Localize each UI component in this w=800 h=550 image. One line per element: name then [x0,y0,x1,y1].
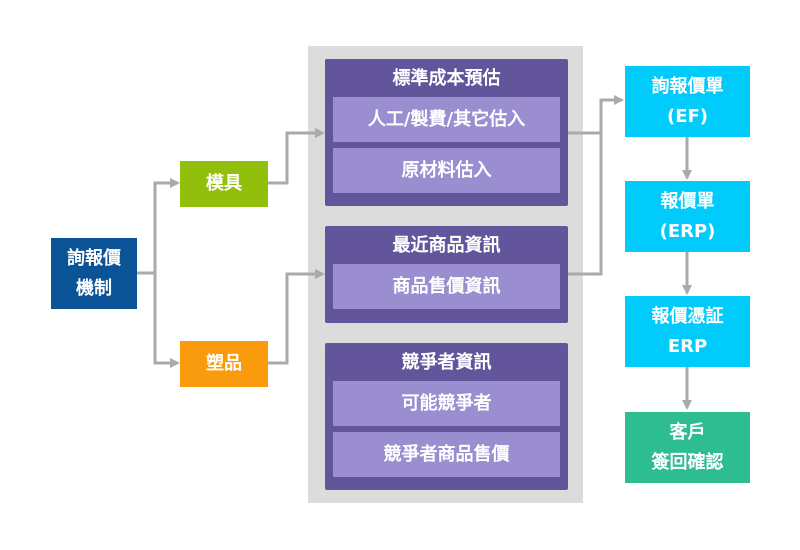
connector-plastic-to-recent [268,269,325,365]
group-competitor: 競爭者資訊 可能競爭者 競爭者商品售價 [325,343,568,490]
flow-quote-voucher: 報價憑証 ERP [625,296,750,367]
flow-line2: 簽回確認 [651,451,724,473]
group-title: 競爭者資訊 [401,352,492,373]
root-line1: 詢報價 [67,247,121,269]
group-item: 可能競爭者 [333,381,560,426]
group-item: 人工/製費/其它估入 [333,97,560,142]
plastic-node: 塑品 [180,341,268,387]
group-standard-cost: 標準成本預估 人工/製費/其它估入 原材料估入 [325,59,568,206]
group-item: 商品售價資訊 [333,264,560,309]
flow-customer-confirm: 客戶 簽回確認 [625,412,750,483]
group-title: 最近商品資訊 [392,235,501,256]
flow-line2: (EF) [666,105,709,127]
group-item: 競爭者商品售價 [333,432,560,477]
root-node: 詢報價 機制 [51,238,137,309]
flow-line1: 詢報價單 [651,75,724,97]
flow-line1: 報價憑証 [651,305,724,327]
mold-label: 模具 [206,173,242,194]
connector-recent-to-ef [568,133,603,276]
group-item: 原材料估入 [333,148,560,193]
flow-quote-erp: 報價單 (ERP) [625,181,750,252]
flow-line1: 報價單 [660,190,715,212]
root-line2: 機制 [76,277,112,299]
connector-cost-to-ef [568,95,624,135]
flow-line1: 客戶 [669,421,706,443]
group-title: 標準成本預估 [392,68,501,89]
mold-node: 模具 [180,161,268,207]
flow-line2: (ERP) [659,220,716,242]
connector-root-to-plastic [153,273,180,368]
connector-root-to-mold [137,178,180,275]
group-recent-product: 最近商品資訊 商品售價資訊 [325,226,568,323]
plastic-label: 塑品 [206,353,242,374]
flow-line2: ERP [667,335,708,357]
flow-inquiry-ef: 詢報價單 (EF) [625,66,750,137]
connector-mold-to-cost [268,128,325,185]
